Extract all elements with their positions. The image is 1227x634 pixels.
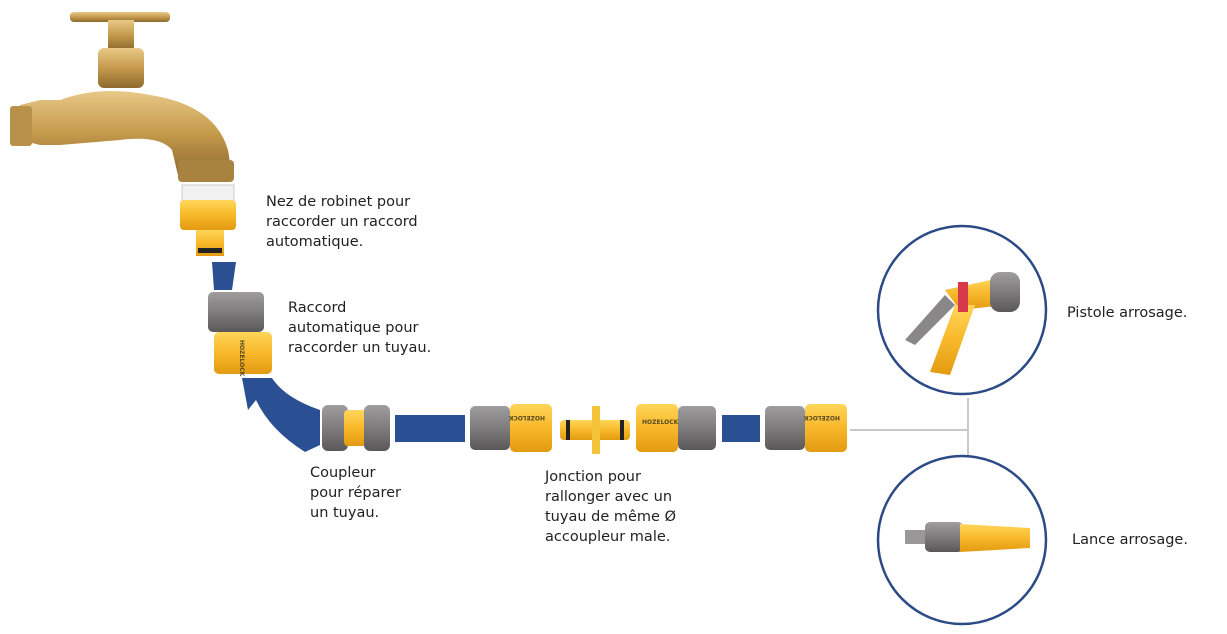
connector-image: HOZELOCK [765, 404, 847, 452]
hose-segment [395, 415, 465, 442]
hose-segment [242, 378, 320, 452]
hose-segment [722, 415, 760, 442]
label-line: accoupleur male. [545, 529, 671, 545]
connector-image: HOZELOCK [636, 404, 716, 452]
brand-text: HOZELOCK [238, 340, 245, 377]
hose-connector-label: Raccord automatique pour raccorder un tu… [288, 298, 431, 358]
coupler-label: Coupleur pour réparer un tuyau. [310, 463, 401, 523]
brand-text: HOZELOCK [642, 419, 679, 426]
label-line: Jonction pour [545, 469, 641, 485]
junction-image [560, 406, 630, 454]
label-line: tuyau de même Ø [545, 509, 676, 525]
label-line: rallonger avec un [545, 489, 673, 505]
label-line: un tuyau. [310, 505, 380, 521]
tap-adapter-label: Nez de robinet pour raccorder un raccord… [266, 192, 418, 252]
label-line: automatique pour [288, 320, 419, 336]
accessory-link-lines [850, 398, 969, 458]
label-line: pour réparer [310, 485, 402, 501]
tap-handle [70, 12, 170, 22]
label-line: raccorder un tuyau. [288, 340, 432, 356]
label-line: Raccord [288, 300, 347, 316]
tap-adapter-image [180, 184, 236, 256]
nozzle-circle [876, 454, 1048, 626]
hose-segment [212, 262, 236, 290]
label-line: Nez de robinet pour [266, 194, 411, 210]
label-line: raccorder un raccord [266, 214, 418, 230]
coupler-image [322, 405, 390, 451]
brass-tap-image [10, 12, 234, 182]
spray-gun-label: Pistole arrosage. [1067, 305, 1188, 321]
hose-connector-image: HOZELOCK [208, 292, 272, 377]
brand-text: HOZELOCK [508, 414, 545, 421]
label-line: automatique. [266, 234, 364, 250]
nozzle-label: Lance arrosage. [1072, 532, 1188, 548]
label-line: Coupleur [310, 465, 376, 481]
junction-label: Jonction pour rallonger avec un tuyau de… [545, 467, 676, 547]
connector-image: HOZELOCK [470, 404, 552, 452]
spray-gun-circle [876, 224, 1048, 396]
brand-text: HOZELOCK [803, 414, 840, 421]
